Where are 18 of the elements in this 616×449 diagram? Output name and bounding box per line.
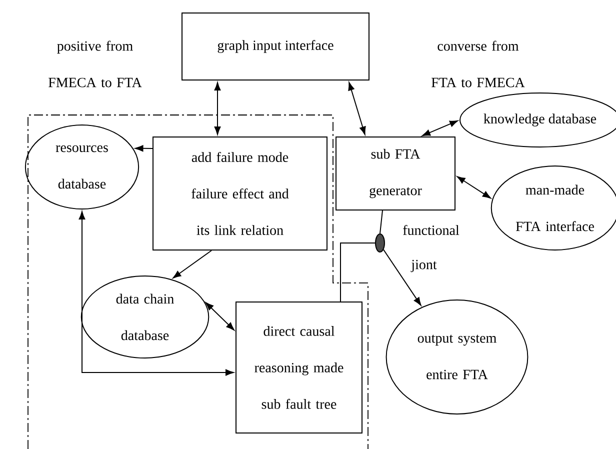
- arrow: [78, 211, 234, 376]
- node-note: jiont: [410, 260, 437, 272]
- arrow: [422, 120, 458, 136]
- arrow: [383, 249, 422, 306]
- arrow: [456, 176, 491, 198]
- junction-dot: [375, 234, 385, 252]
- process-box: direct causal reasoning made sub fault tree: [236, 301, 362, 434]
- process-box: add failure mode failure effect and its link relation: [152, 136, 328, 250]
- connector-line: [380, 210, 383, 234]
- arrow: [134, 145, 153, 152]
- arrow: [348, 82, 366, 135]
- arrow: [214, 82, 221, 135]
- node-note: functional: [403, 224, 460, 235]
- process-box: graph input interface: [182, 12, 370, 80]
- annotation-text: positive from FMECA to FTA: [48, 40, 142, 88]
- connector-line: [340, 242, 376, 302]
- arrow: [172, 250, 212, 278]
- arrow: [205, 302, 234, 330]
